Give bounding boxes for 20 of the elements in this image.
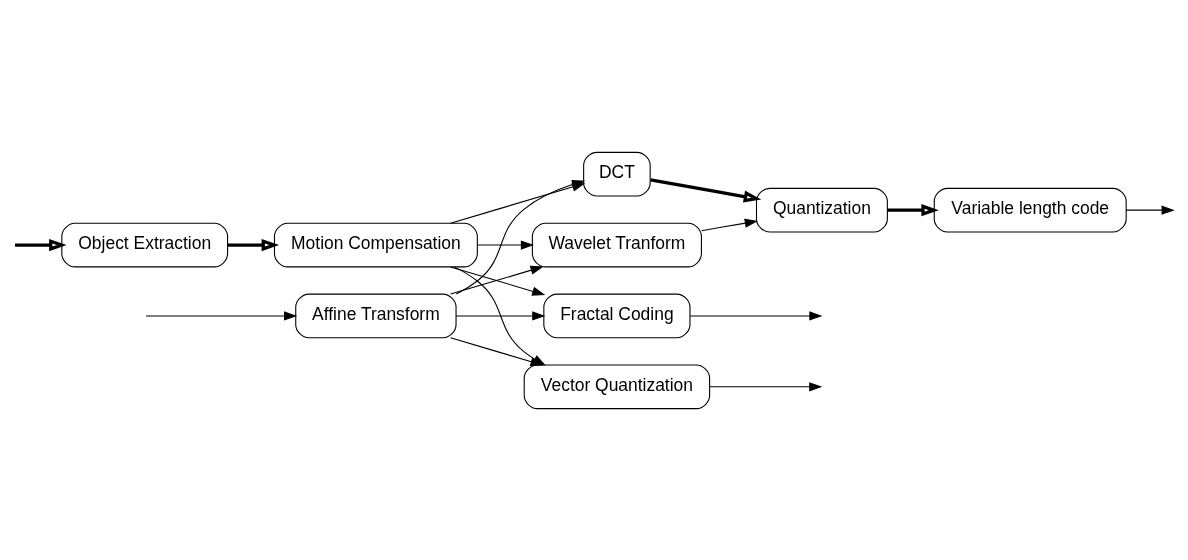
node-box: Vector Quantization bbox=[523, 363, 711, 409]
node-box: Motion Compensation bbox=[273, 222, 478, 267]
arrow bbox=[887, 203, 939, 216]
node-box: Affine Transform bbox=[295, 293, 457, 338]
arrow bbox=[227, 238, 280, 251]
node-box: Wavelet Tranform bbox=[531, 222, 702, 267]
arrow bbox=[1125, 205, 1175, 215]
node-box: Quantization bbox=[755, 187, 888, 232]
node-box: DCT bbox=[583, 151, 651, 197]
arrow bbox=[455, 310, 546, 321]
arrow bbox=[709, 381, 823, 391]
node-box: Object Extraction bbox=[61, 222, 229, 267]
arrow bbox=[689, 310, 823, 321]
arrow bbox=[701, 218, 758, 231]
arrow bbox=[650, 177, 762, 203]
node-box: Fractal Coding bbox=[543, 293, 691, 338]
arrow bbox=[15, 238, 67, 251]
arrow bbox=[477, 239, 534, 250]
node-box: Variable length code bbox=[933, 187, 1127, 232]
arrow bbox=[145, 310, 298, 321]
